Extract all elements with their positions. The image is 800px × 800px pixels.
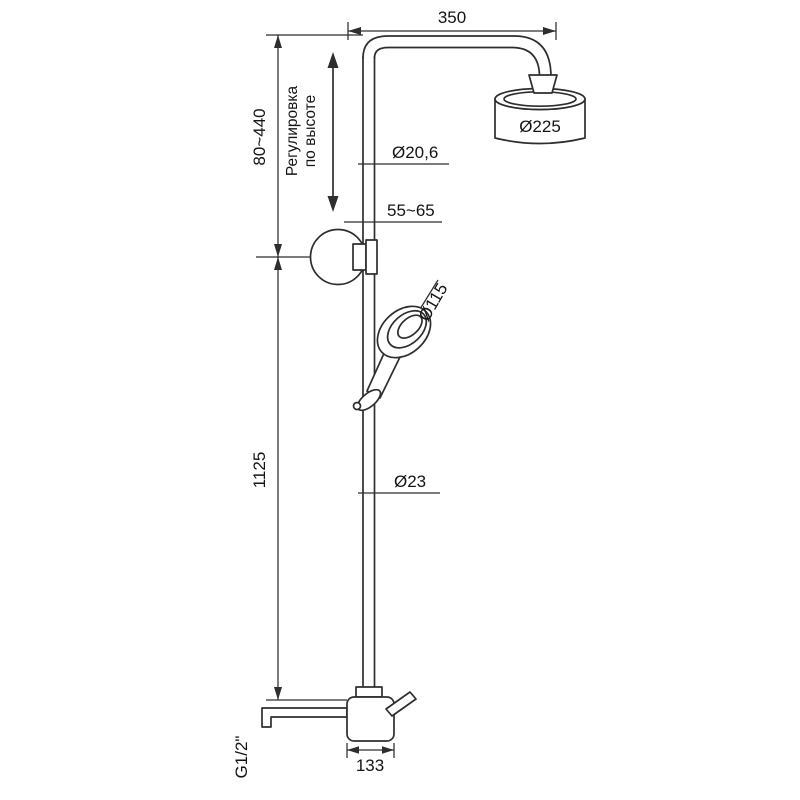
holder-knob — [352, 401, 362, 411]
fixture — [261, 35, 586, 742]
arrow-left-icon — [348, 27, 361, 35]
hand-shower-face-ring — [386, 309, 428, 349]
hand-shower — [352, 305, 432, 412]
overhead-diameter-label: Ø225 — [519, 117, 561, 136]
wall-bracket-sleeve — [352, 243, 367, 271]
connection-thread-label: G1/2" — [232, 736, 251, 779]
arm-reach-label: 350 — [438, 8, 466, 27]
mixer-collar — [355, 686, 383, 698]
arrow-down-icon — [274, 244, 282, 257]
dim-arm-reach — [347, 22, 557, 40]
column-height-label: 1125 — [250, 452, 269, 489]
lower-pipe-diameter-label: Ø23 — [394, 472, 426, 491]
wall-bracket — [309, 228, 378, 286]
mixer-lever-handle — [385, 691, 417, 717]
dimension-linework — [256, 22, 557, 758]
mixer-body — [346, 696, 395, 742]
mixer-width-label: 133 — [356, 756, 384, 775]
shower-arm — [362, 35, 552, 78]
arrow-right-icon — [543, 27, 556, 35]
arrow-up-icon — [274, 35, 282, 48]
dim-left-chain — [256, 34, 363, 701]
hand-shower-head — [376, 305, 432, 359]
shower-arm-inner-line — [373, 46, 541, 78]
wall-offset-label: 55~65 — [387, 201, 435, 220]
height-range-label: 80~440 — [250, 108, 269, 165]
dim-mixer-width — [346, 743, 395, 758]
overhead-shower-connector-nut — [528, 74, 558, 94]
arrow-up-icon — [274, 257, 282, 270]
arrow-left-icon — [347, 746, 359, 754]
shower-arm-outer-line — [362, 35, 552, 78]
height-adjust-caption-line2: по высоте — [302, 95, 319, 167]
upper-pipe-diameter-label: Ø20,6 — [392, 143, 438, 162]
overhead-shower — [494, 74, 586, 145]
hand-shower-face-center — [397, 314, 423, 339]
height-adjust-caption-line1: Регулировка — [284, 85, 301, 176]
arrow-down-icon — [327, 196, 339, 212]
height-adjust-arrow — [327, 52, 339, 212]
mixer-assembly — [261, 686, 417, 742]
wall-bracket-nut — [365, 239, 378, 275]
arrow-right-icon — [382, 746, 394, 754]
arrow-up-icon — [327, 52, 339, 68]
arrow-down-icon — [274, 687, 282, 700]
